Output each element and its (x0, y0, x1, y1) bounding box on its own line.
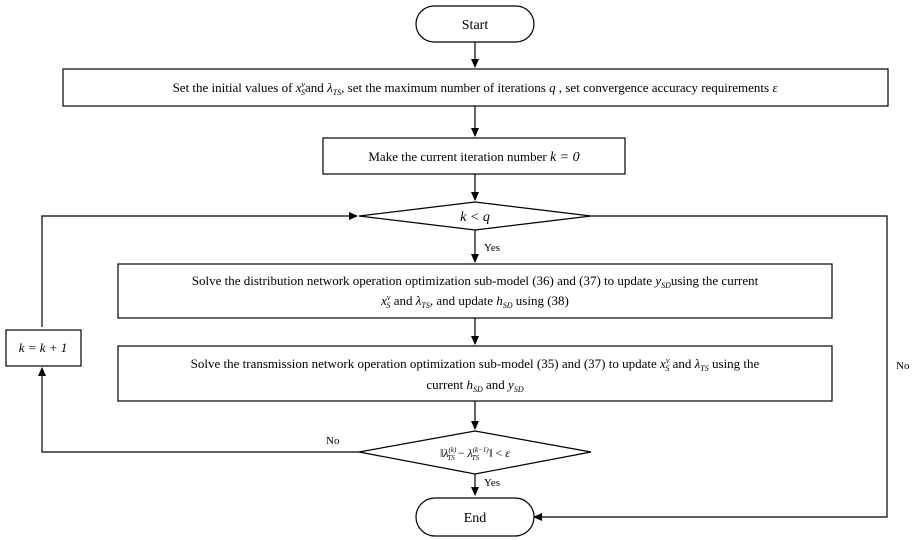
cond-node: k < q (358, 201, 592, 231)
start-label: Start (462, 18, 489, 33)
cond-label: k < q (460, 210, 490, 225)
edge-cond-no (533, 215, 888, 521)
edge-label-cond-yes: Yes (484, 242, 500, 254)
edge-label-conv-no: No (326, 435, 340, 447)
trans-line-1: Solve the transmission network operation… (191, 356, 760, 373)
end-label: End (464, 511, 487, 526)
start-node: Start (415, 5, 535, 43)
end-node: End (415, 497, 535, 537)
trans-node: Solve the transmission network operation… (117, 345, 833, 402)
edge-label-conv-yes: Yes (484, 477, 500, 489)
inc-label: k = k + 1 (19, 340, 68, 355)
trans-line-2: current hSD and ySD (426, 377, 523, 394)
edge-label-cond-no: No (896, 360, 910, 372)
edges (38, 42, 888, 521)
inc-node: k = k + 1 (5, 329, 82, 367)
edge-inc-to-cond (41, 212, 358, 327)
dist-node: Solve the distribution network operation… (117, 263, 833, 319)
make-node: Make the current iteration number k = 0 (322, 137, 626, 175)
make-text: Make the current iteration number k = 0 (368, 149, 579, 165)
edge-conv-no (38, 367, 359, 453)
conv-label: ‖λ(k)TS − λ(k−1)TS‖ < ε (440, 446, 510, 462)
dist-line-1: Solve the distribution network operation… (192, 273, 759, 290)
conv-node: ‖λ(k)TS − λ(k−1)TS‖ < ε (358, 430, 592, 475)
